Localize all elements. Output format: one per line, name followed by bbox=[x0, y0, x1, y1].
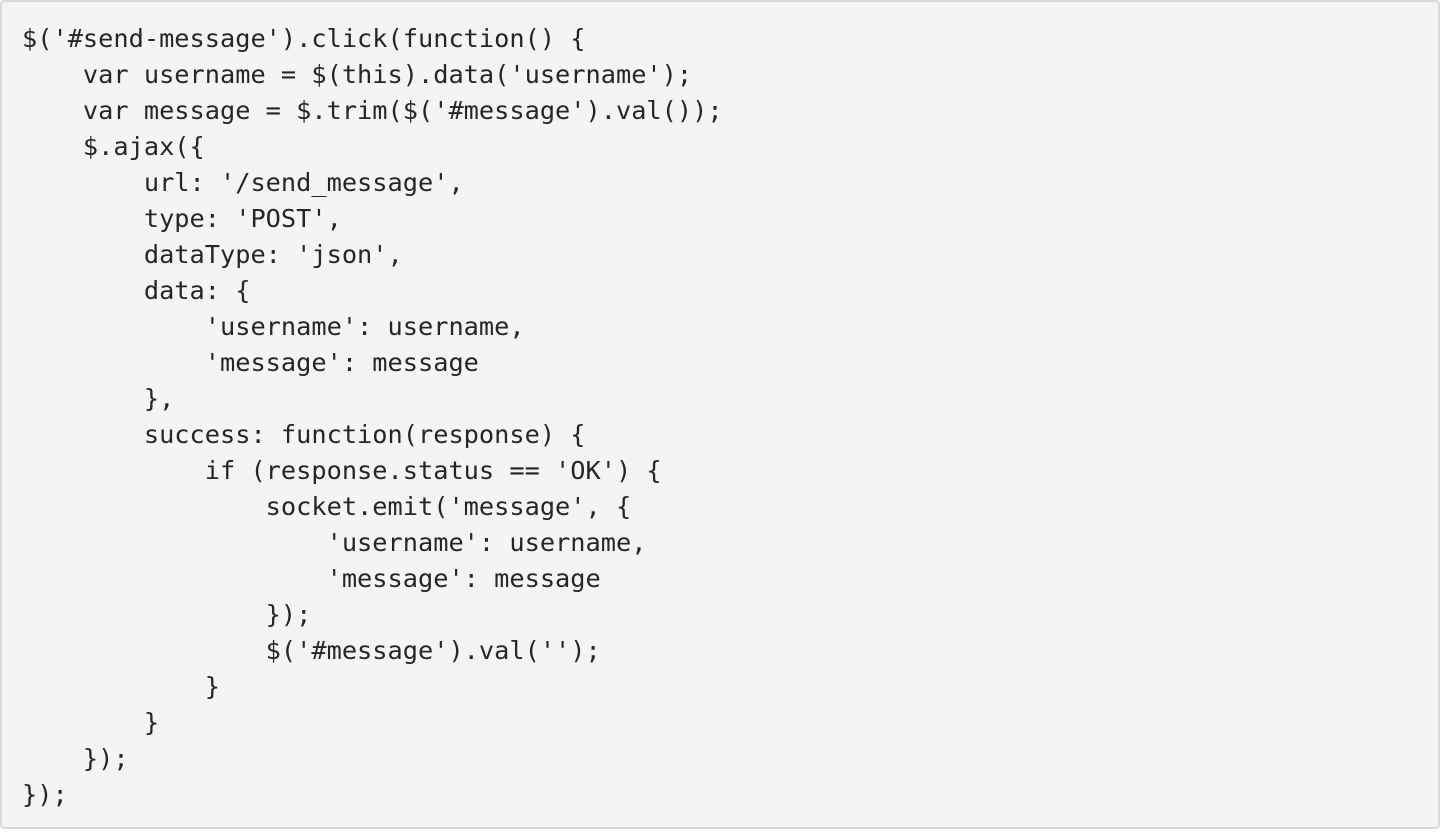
code-line-1: $('#send-message').click(function() { bbox=[22, 24, 586, 53]
code-line-10: 'message': message bbox=[22, 348, 479, 377]
code-line-7: dataType: 'json', bbox=[22, 240, 403, 269]
code-line-3: var message = $.trim($('#message').val()… bbox=[22, 96, 723, 125]
code-line-2: var username = $(this).data('username'); bbox=[22, 60, 693, 89]
code-line-12: success: function(response) { bbox=[22, 420, 586, 449]
code-line-9: 'username': username, bbox=[22, 312, 525, 341]
code-line-18: $('#message').val(''); bbox=[22, 636, 601, 665]
code-line-21: }); bbox=[22, 744, 129, 773]
code-text[interactable]: $('#send-message').click(function() { va… bbox=[2, 2, 1438, 813]
code-line-20: } bbox=[22, 708, 160, 737]
code-line-13: if (response.status == 'OK') { bbox=[22, 456, 662, 485]
code-line-5: url: '/send_message', bbox=[22, 168, 464, 197]
code-line-8: data: { bbox=[22, 276, 251, 305]
code-line-22: }); bbox=[22, 780, 68, 809]
code-line-16: 'message': message bbox=[22, 564, 601, 593]
code-line-11: }, bbox=[22, 384, 175, 413]
code-line-17: }); bbox=[22, 600, 312, 629]
code-line-19: } bbox=[22, 672, 220, 701]
code-line-14: socket.emit('message', { bbox=[22, 492, 632, 521]
code-line-6: type: 'POST', bbox=[22, 204, 342, 233]
code-line-4: $.ajax({ bbox=[22, 132, 205, 161]
code-line-15: 'username': username, bbox=[22, 528, 647, 557]
